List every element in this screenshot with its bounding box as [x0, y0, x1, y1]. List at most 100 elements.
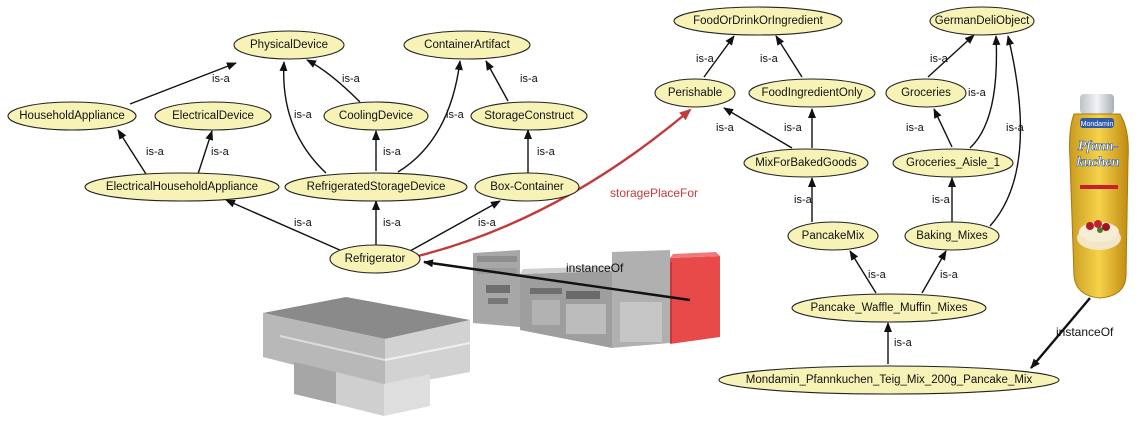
node-mondamin[interactable]: Mondamin_Pfannkuchen_Teig_Mix_200g_Panca…: [718, 365, 1060, 395]
edge-groceriesaisle1-germandeli: [969, 35, 1001, 149]
node-coolingdevice[interactable]: CoolingDevice: [323, 101, 429, 131]
edge-instanceof-refrigerator: [423, 259, 691, 302]
isa-label: is-a: [342, 73, 361, 85]
isa-label: is-a: [794, 194, 813, 206]
edge-storageconstruct-containerartifact: [485, 60, 509, 102]
isa-label: is-a: [930, 53, 949, 65]
kitchen-scene: [263, 250, 720, 416]
edge-refrigeratedstoragedevice-physicaldevice: [279, 61, 327, 174]
isa-label: is-a: [294, 217, 313, 229]
edge-groceriesaisle1-groceries: [933, 108, 953, 148]
isa-label: is-a: [784, 122, 803, 134]
isa-label: is-a: [211, 146, 230, 158]
product-brand: Mondamin: [1081, 121, 1114, 128]
svg-text:PhysicalDevice: PhysicalDevice: [250, 39, 328, 51]
node-foodordrinkoringredient[interactable]: FoodOrDrinkOrIngredient: [673, 6, 843, 36]
node-physicaldevice[interactable]: PhysicalDevice: [233, 30, 345, 60]
node-mixforbakedgoods[interactable]: MixForBakedGoods: [743, 148, 869, 178]
svg-text:GermanDeliObject: GermanDeliObject: [935, 15, 1030, 27]
svg-text:FoodOrDrinkOrIngredient: FoodOrDrinkOrIngredient: [693, 15, 824, 27]
nodes: PhysicalDevice ContainerArtifact Househo…: [7, 6, 1060, 395]
edge-electricalhouseholdappliance-electricaldevice: [197, 130, 214, 175]
node-foodingredientonly[interactable]: FoodIngredientOnly: [748, 78, 876, 108]
svg-text:CoolingDevice: CoolingDevice: [339, 110, 413, 122]
svg-text:Baking_Mixes: Baking_Mixes: [916, 230, 988, 242]
refrigerator-model: [670, 256, 720, 344]
node-bakingmixes[interactable]: Baking_Mixes: [904, 221, 1000, 251]
isa-label: is-a: [716, 122, 735, 134]
isa-label: is-a: [968, 87, 987, 99]
node-groceriesaisle1[interactable]: Groceries_Aisle_1: [892, 148, 1014, 178]
isa-label: is-a: [906, 122, 925, 134]
edges: [117, 34, 1091, 369]
node-pancakewafflemuffinmixes[interactable]: Pancake_Waffle_Muffin_Mixes: [791, 293, 987, 323]
edge-refrigeratedstoragedevice-containerartifact: [397, 60, 463, 173]
isa-label: is-a: [383, 217, 402, 229]
node-refrigerator[interactable]: Refrigerator: [329, 244, 421, 274]
isa-label: is-a: [932, 194, 951, 206]
edge-storageplacefor: [417, 108, 692, 258]
isa-label: is-a: [146, 146, 165, 158]
edge-labels: is-a is-a is-a is-a is-a is-a is-a is-a …: [146, 53, 1114, 349]
svg-text:PancakeMix: PancakeMix: [802, 230, 865, 242]
node-groceries[interactable]: Groceries: [885, 78, 967, 108]
island-top: [263, 297, 470, 339]
svg-text:FoodIngredientOnly: FoodIngredientOnly: [761, 87, 862, 99]
svg-text:ElectricalDevice: ElectricalDevice: [172, 110, 254, 122]
edge-instanceof-mondamin: [1030, 297, 1091, 369]
isa-label: is-a: [868, 269, 887, 281]
product-bottle: Mondamin Pfann- kuchen: [1069, 94, 1129, 299]
isa-label: is-a: [383, 146, 402, 158]
edge-electricalhouseholdappliance-householdappliance: [117, 129, 147, 175]
node-boxcontainer[interactable]: Box-Container: [474, 172, 580, 202]
svg-text:MixForBakedGoods: MixForBakedGoods: [755, 157, 857, 169]
svg-text:StorageConstruct: StorageConstruct: [484, 110, 574, 122]
node-storageconstruct[interactable]: StorageConstruct: [470, 101, 588, 131]
node-pancakemix[interactable]: PancakeMix: [787, 221, 879, 251]
edge-householdappliance-physicaldevice: [129, 62, 237, 105]
edge-refrigerator-electricalhouseholdappliance: [225, 199, 343, 252]
node-electricaldevice[interactable]: ElectricalDevice: [154, 101, 272, 131]
island-side: [385, 320, 470, 388]
svg-text:Mondamin_Pfannkuchen_Teig_Mix_: Mondamin_Pfannkuchen_Teig_Mix_200g_Panca…: [746, 374, 1033, 386]
edge-refrigerator-boxcontainer: [409, 200, 501, 252]
node-germandeliobject[interactable]: GermanDeliObject: [929, 6, 1035, 36]
island-front: [263, 313, 385, 388]
edge-perishable-foodordrink: [703, 35, 735, 78]
edge-foodingredientonly-foodordrink: [775, 35, 803, 78]
isa-label: is-a: [760, 53, 779, 65]
edge-mixforbakedgoods-perishable: [723, 107, 793, 149]
isa-label: is-a: [520, 73, 539, 85]
instanceof-label-product: instanceOf: [1056, 325, 1114, 339]
isa-label: is-a: [1006, 122, 1025, 134]
svg-text:HouseholdAppliance: HouseholdAppliance: [19, 110, 125, 122]
isa-label: is-a: [894, 337, 913, 349]
svg-text:ContainerArtifact: ContainerArtifact: [424, 39, 510, 51]
product-name-line2: kuchen: [1077, 155, 1120, 170]
instanceof-label-kitchen: instanceOf: [566, 261, 624, 275]
storageplacefor-label: storagePlaceFor: [610, 186, 698, 200]
isa-label: is-a: [212, 73, 231, 85]
node-householdappliance[interactable]: HouseholdAppliance: [7, 101, 137, 131]
svg-text:Box-Container: Box-Container: [490, 181, 564, 193]
svg-text:RefrigeratedStorageDevice: RefrigeratedStorageDevice: [307, 181, 446, 193]
node-electricalhouseholdappliance[interactable]: ElectricalHouseholdAppliance: [84, 172, 280, 202]
node-refrigeratedstoragedevice[interactable]: RefrigeratedStorageDevice: [284, 172, 468, 202]
isa-label: is-a: [294, 109, 313, 121]
isa-label: is-a: [537, 146, 556, 158]
edge-coolingdevice-physicaldevice: [306, 59, 361, 103]
svg-text:Refrigerator: Refrigerator: [345, 253, 406, 265]
isa-label: is-a: [446, 109, 465, 121]
svg-text:ElectricalHouseholdAppliance: ElectricalHouseholdAppliance: [106, 181, 258, 193]
isa-label: is-a: [940, 269, 959, 281]
isa-label: is-a: [696, 53, 715, 65]
isa-label: is-a: [478, 217, 497, 229]
edge-pancakewaffle-pancakemix: [849, 250, 877, 294]
edge-pancakewaffle-bakingmixes: [921, 250, 947, 294]
node-perishable[interactable]: Perishable: [654, 78, 736, 108]
svg-text:Groceries: Groceries: [901, 87, 951, 99]
edge-bakingmixes-germandeli: [989, 35, 1022, 227]
node-containerartifact[interactable]: ContainerArtifact: [403, 30, 531, 60]
